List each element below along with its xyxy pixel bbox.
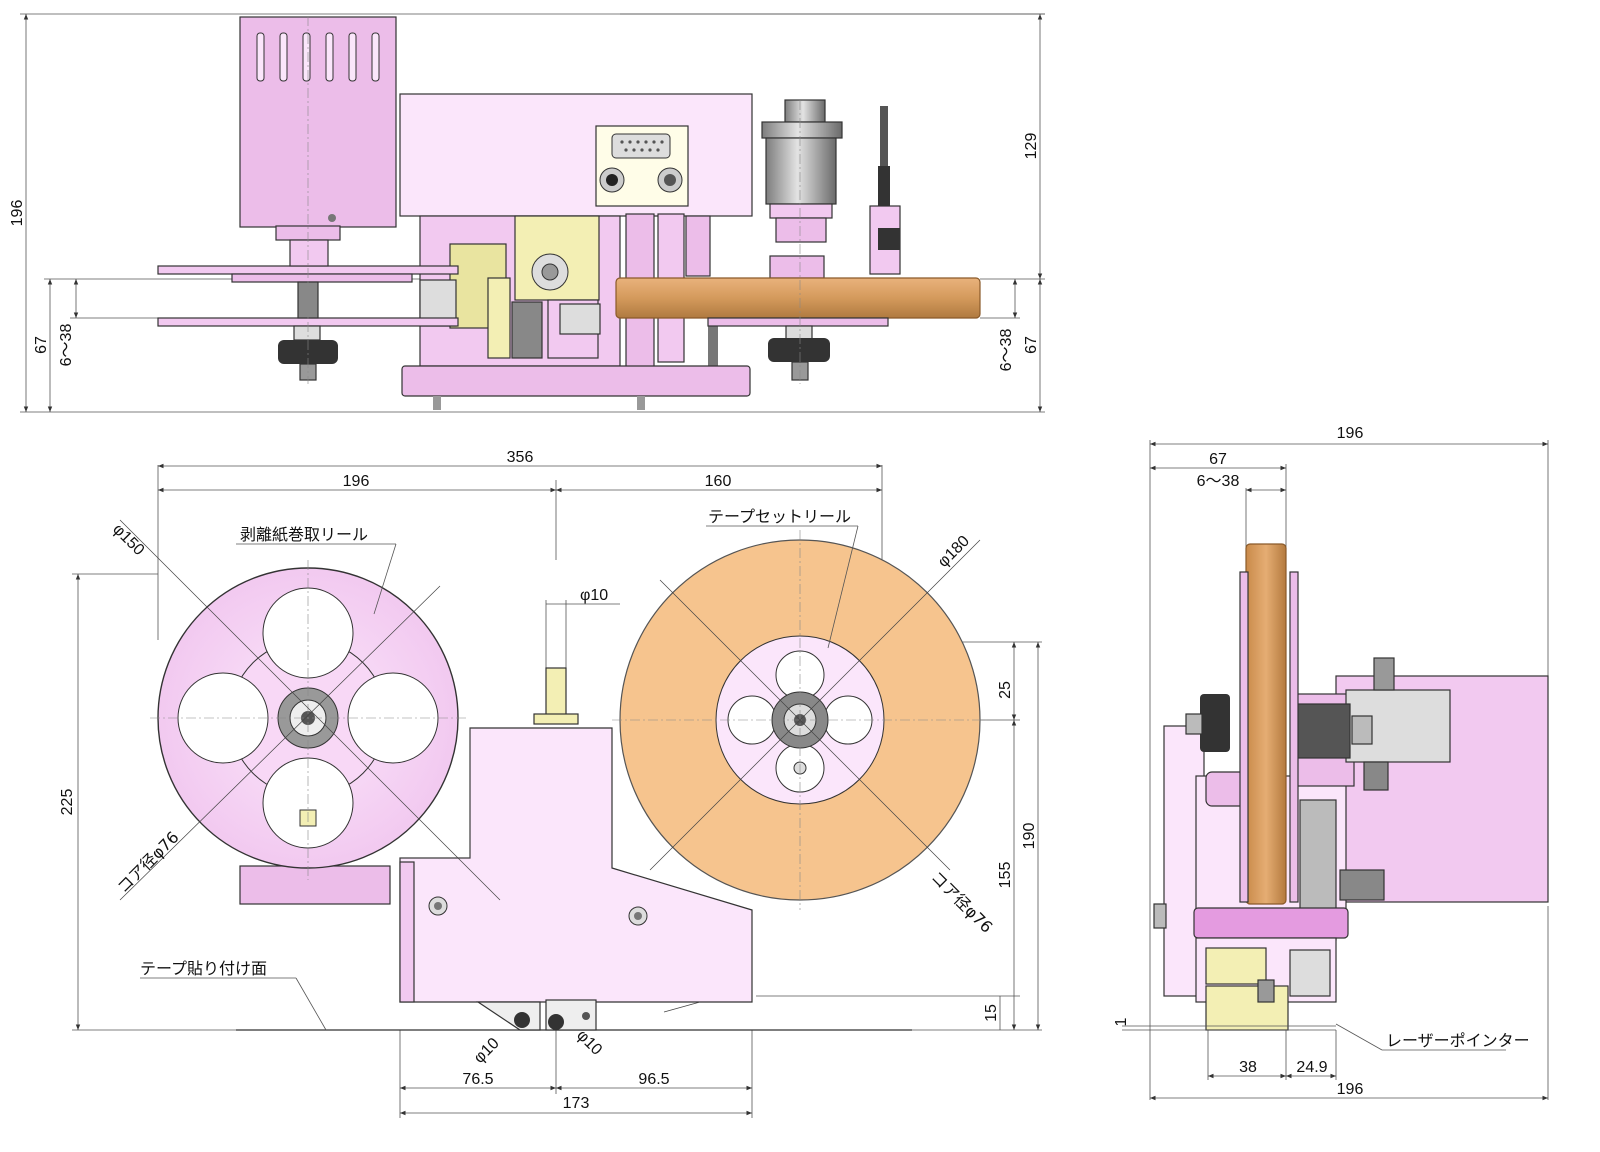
dim-phi10-roller-left: φ10 xyxy=(471,1035,503,1067)
side-view: 196 67 6～38 xyxy=(1113,425,1549,1101)
label-laser-pointer: レーザーポインター xyxy=(1386,1031,1530,1050)
dim-196: 196 xyxy=(343,473,370,490)
side-dim-38: 38 xyxy=(1239,1059,1257,1076)
label-left-reel: 剥離紙巻取リール xyxy=(240,525,368,544)
side-knob xyxy=(1200,694,1230,752)
label-right-core: コア径φ76 xyxy=(927,867,996,936)
right-knob xyxy=(768,338,830,362)
base-plate xyxy=(401,365,751,397)
top-dim-core-right: 6～38 xyxy=(998,329,1015,372)
dim-356: 356 xyxy=(507,449,534,466)
left-knob xyxy=(278,340,338,364)
top-dim-core-left: 6～38 xyxy=(58,324,75,367)
dim-225: 225 xyxy=(59,789,76,816)
front-view: 356 196 160 φ10 225 25 190 155 15 76.5 xyxy=(59,449,1042,1118)
top-dim-67-left: 67 xyxy=(33,336,50,354)
left-reel xyxy=(119,519,501,901)
shaft-pin xyxy=(545,667,567,717)
dim-173: 173 xyxy=(563,1095,590,1112)
dim-phi10-shaft: φ10 xyxy=(580,587,608,604)
label-right-diameter: φ180 xyxy=(935,533,973,571)
top-dim-129: 129 xyxy=(1023,133,1040,160)
control-box xyxy=(399,93,753,217)
dim-phi10-roller-right: φ10 xyxy=(573,1027,605,1059)
label-right-reel: テープセットリール xyxy=(708,507,851,526)
top-dim-67-right: 67 xyxy=(1023,336,1040,354)
side-dim-196-top: 196 xyxy=(1337,425,1364,442)
applicator-roller-block xyxy=(1205,985,1289,1031)
dim-96-5: 96.5 xyxy=(638,1071,669,1088)
dim-15: 15 xyxy=(983,1004,1000,1022)
dim-155: 155 xyxy=(997,862,1014,889)
side-dim-196-bottom: 196 xyxy=(1337,1081,1364,1098)
top-view: 196 129 67 6～38 6～38 67 xyxy=(9,13,1045,413)
label-left-core: コア径φ76 xyxy=(113,828,182,897)
side-dim-1: 1 xyxy=(1113,1017,1130,1026)
motor-housing xyxy=(239,16,397,228)
left-bracket xyxy=(239,865,391,905)
dim-25: 25 xyxy=(997,681,1014,699)
dim-76-5: 76.5 xyxy=(462,1071,493,1088)
side-tape-reel xyxy=(1245,543,1287,905)
top-dim-196: 196 xyxy=(9,200,26,227)
tape-reel-side xyxy=(615,277,981,319)
side-dim-24-9: 24.9 xyxy=(1296,1059,1327,1076)
side-dim-67: 67 xyxy=(1209,451,1227,468)
brake-cylinder xyxy=(765,137,837,205)
dim-160: 160 xyxy=(705,473,732,490)
right-reel xyxy=(612,530,990,910)
side-dim-core: 6～38 xyxy=(1197,473,1240,490)
label-tape-surface: テープ貼り付け面 xyxy=(140,959,267,978)
vent-slots xyxy=(256,32,380,82)
dim-190: 190 xyxy=(1021,823,1038,850)
label-left-diameter: φ150 xyxy=(109,521,147,559)
